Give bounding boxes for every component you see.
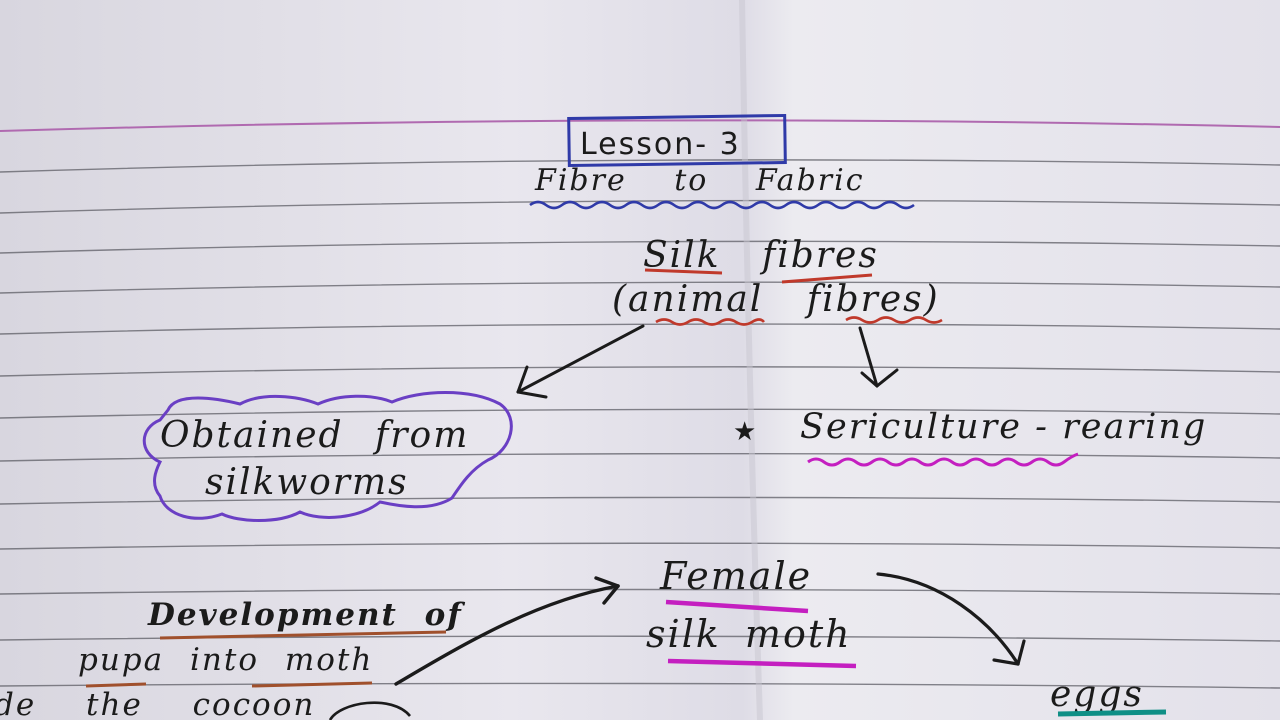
lesson-title: Lesson- 3 [580, 127, 741, 162]
female-moth-line-2: silk moth [646, 612, 852, 656]
bullet-star-icon: ★ [733, 417, 757, 447]
development-line-2: pupa into moth [78, 642, 374, 678]
development-line-1: Development of [148, 597, 463, 633]
source-line-1: Obtained from [160, 415, 470, 456]
topic-line-2: (animal fibres) [612, 279, 940, 320]
chapter-title: Fibre to Fabric [535, 163, 865, 198]
topic-line-1: Silk fibres [643, 235, 879, 276]
female-moth-line-1: Female [660, 554, 813, 598]
development-line-3: de the cocoon [0, 687, 316, 720]
eggs-label: eggs [1050, 674, 1144, 715]
sericulture-label: Sericulture - rearing [800, 407, 1208, 447]
source-line-2: silkworms [205, 462, 409, 503]
